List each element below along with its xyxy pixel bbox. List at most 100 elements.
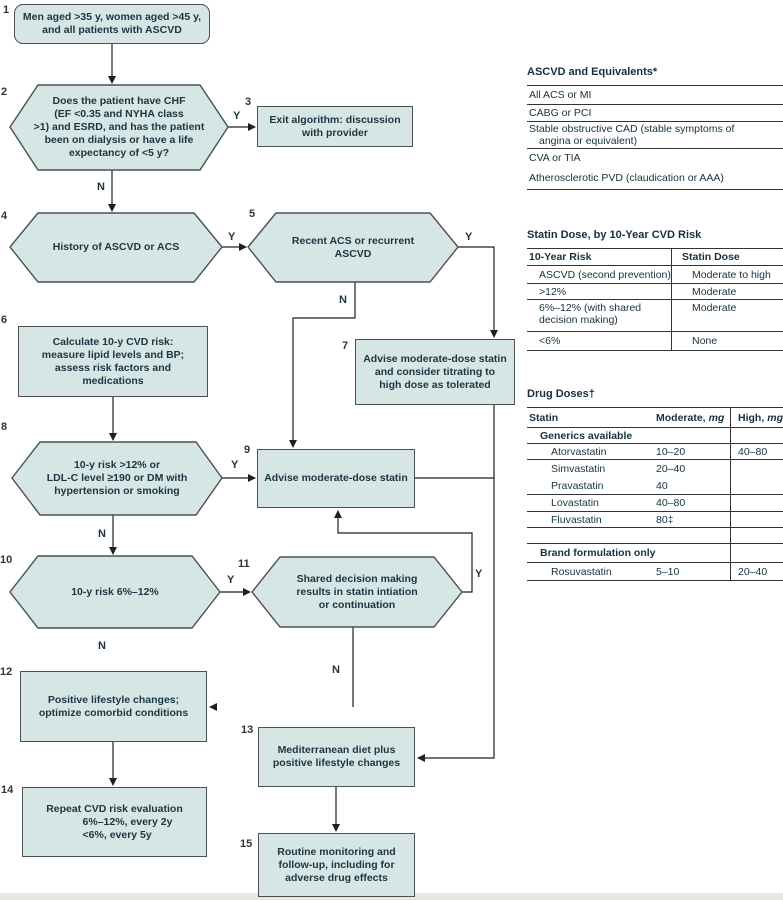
node-11-label: Shared decision making results in statin… bbox=[296, 572, 418, 611]
node-7-box bbox=[355, 339, 515, 405]
ascvd-row-2: CABG or PCI bbox=[529, 107, 592, 119]
node-5-label: Recent ACS or recurrent ASCVD bbox=[291, 234, 415, 260]
table-row: Atorvastatin 10–20 40–80 bbox=[527, 444, 783, 460]
ascvd-table-title: ASCVD and Equivalents* bbox=[527, 66, 658, 78]
node-8-label: 10-y risk >12% or LDL-C level ≥190 or DM… bbox=[46, 459, 188, 497]
moderate-cell: 20–40 bbox=[656, 463, 686, 475]
risk-cell: ASCVD (second prevention) bbox=[527, 266, 672, 283]
branch-label-no-2: N bbox=[97, 181, 105, 193]
branch-label-yes-8: Y bbox=[231, 459, 239, 471]
node-12-box bbox=[20, 671, 207, 742]
table-row: >12% Moderate bbox=[527, 284, 783, 300]
branch-label-yes-4: Y bbox=[228, 231, 236, 243]
table-row: Pravastatin 40 bbox=[527, 478, 783, 495]
node-2-number: 2 bbox=[1, 86, 8, 98]
branch-label-yes-11: Y bbox=[475, 568, 483, 580]
statin-dose-table-title: Statin Dose, by 10-Year CVD Risk bbox=[527, 229, 702, 241]
high-unit: mg bbox=[767, 411, 783, 424]
node-9-box bbox=[257, 449, 415, 508]
moderate-cell: 5–10 bbox=[656, 565, 680, 578]
table-row: All ACS or MI bbox=[527, 86, 783, 105]
node-3-label: Exit algorithm: discussion with provider bbox=[269, 113, 401, 139]
group-generics-available: Generics available bbox=[540, 429, 633, 442]
node-13-box bbox=[258, 727, 415, 787]
node-4-number: 4 bbox=[1, 210, 8, 222]
node-13-label: Mediterranean diet plus positive lifesty… bbox=[272, 744, 401, 769]
drug-doses-table-title: Drug Doses† bbox=[527, 388, 595, 400]
node-6-label: Calculate 10-y CVD risk: measure lipid l… bbox=[41, 335, 185, 387]
edge-11-yes-9 bbox=[334, 510, 473, 593]
statin-name-cell: Rosuvastatin bbox=[551, 565, 612, 578]
risk-cell-line1: 6%–12% (with shared bbox=[539, 302, 642, 314]
table-row: Stable obstructive CAD (stable symptoms … bbox=[527, 122, 783, 149]
table-row: Fluvastatin 80‡ bbox=[527, 512, 783, 528]
statin-name-cell: Lovastatin bbox=[551, 497, 599, 509]
statin-name-cell: Simvastatin bbox=[551, 463, 606, 475]
table-row: CVA or TIA bbox=[527, 149, 783, 167]
high-cell bbox=[730, 495, 783, 511]
dose-cell: Moderate to high bbox=[692, 268, 771, 281]
branch-label-no-11: N bbox=[332, 664, 340, 676]
group-brand-formulation-only: Brand formulation only bbox=[540, 547, 656, 559]
table-spacer-row bbox=[527, 528, 783, 544]
statin-dose-table-body: 10-Year Risk Statin Dose ASCVD (second p… bbox=[527, 248, 783, 351]
statin-dose-table: Statin Dose, by 10-Year CVD Risk 10-Year… bbox=[527, 229, 783, 351]
empty-cell bbox=[527, 528, 730, 543]
table-row: Simvastatin 20–40 bbox=[527, 460, 783, 478]
risk-cell: >12% bbox=[527, 284, 672, 299]
ascvd-row-3-line2: angina or equivalent) bbox=[539, 135, 638, 147]
edge-5-no-9 bbox=[289, 282, 356, 448]
branch-label-no-5: N bbox=[339, 294, 347, 306]
node-14-label-line1: Repeat CVD risk evaluation bbox=[46, 802, 183, 815]
node-4-label: History of ASCVD or ACS bbox=[52, 241, 180, 253]
col-header-10-year-risk: 10-Year Risk bbox=[527, 249, 672, 265]
risk-cell: 6%–12% (with shared decision making) bbox=[527, 300, 672, 331]
col-header-statin: Statin bbox=[529, 411, 559, 424]
node-7-label: Advise moderate-dose statin and consider… bbox=[363, 352, 507, 391]
node-6-box bbox=[18, 326, 208, 397]
table-row: Lovastatin 40–80 bbox=[527, 495, 783, 512]
table-row: Rosuvastatin 5–10 20–40 bbox=[527, 563, 783, 581]
node-3-box bbox=[257, 106, 413, 147]
node-10-number: 10 bbox=[0, 554, 13, 566]
ascvd-row-1: All ACS or MI bbox=[529, 89, 592, 101]
risk-cell-line2: decision making) bbox=[539, 314, 618, 326]
table-row: CABG or PCI bbox=[527, 105, 783, 122]
statin-name-cell: Atorvastatin bbox=[551, 445, 607, 458]
statin-name-cell: Fluvastatin bbox=[551, 513, 602, 526]
node-14-box bbox=[22, 787, 207, 857]
node-2-label: Does the patient have CHF (EF <0.35 and … bbox=[33, 95, 205, 159]
high-cell: 40–80 bbox=[730, 444, 783, 459]
node-5-hexagon bbox=[247, 212, 459, 283]
risk-cell: <6% bbox=[527, 332, 672, 350]
table-row: Atherosclerotic PVD (claudication or AAA… bbox=[527, 167, 783, 190]
ascvd-row-3-line1: Stable obstructive CAD (stable symptoms … bbox=[529, 123, 735, 135]
ascvd-row-5: Atherosclerotic PVD (claudication or AAA… bbox=[529, 172, 724, 184]
node-3-number: 3 bbox=[245, 96, 252, 108]
moderate-cell: 40–80 bbox=[656, 497, 686, 509]
edge-5-yes-7 bbox=[458, 246, 498, 338]
node-14-label: Repeat CVD risk evaluation 6%–12%, every… bbox=[22, 787, 207, 857]
node-8-number: 8 bbox=[1, 421, 8, 433]
node-13-number: 13 bbox=[241, 724, 254, 736]
col-header-moderate: Moderate,mg bbox=[656, 411, 725, 424]
node-2-hexagon bbox=[9, 84, 229, 171]
node-11-number: 11 bbox=[238, 558, 250, 570]
table-row: ASCVD (second prevention) Moderate to hi… bbox=[527, 266, 783, 284]
node-12-label: Positive lifestyle changes; optimize com… bbox=[38, 693, 189, 719]
high-cell bbox=[730, 460, 783, 478]
dose-cell: Moderate bbox=[692, 302, 737, 314]
node-5-number: 5 bbox=[249, 208, 256, 220]
node-4-hexagon bbox=[9, 212, 223, 283]
branch-label-yes-2: Y bbox=[233, 110, 241, 122]
node-10-hexagon bbox=[9, 555, 221, 629]
node-14-label-rest: 6%–12%, every 2y <6%, every 5y bbox=[82, 815, 173, 841]
drug-doses-table-body: Statin Moderate,mg High,mg Generics avai… bbox=[527, 407, 783, 581]
table-header-row: 10-Year Risk Statin Dose bbox=[527, 249, 783, 266]
node-15-label: Routine monitoring and follow-up, includ… bbox=[277, 845, 396, 884]
high-cell bbox=[730, 544, 783, 562]
table-row: 6%–12% (with shared decision making) Mod… bbox=[527, 300, 783, 332]
node-7-number: 7 bbox=[342, 340, 349, 352]
dose-cell: Moderate bbox=[692, 285, 737, 298]
